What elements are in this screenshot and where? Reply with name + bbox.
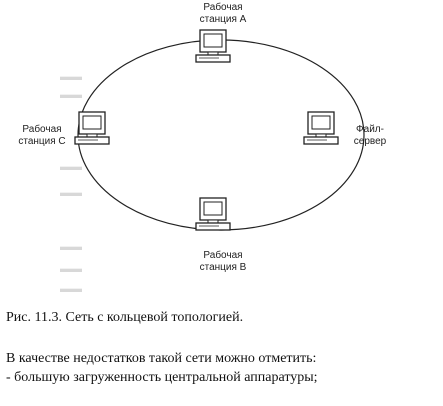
station-c-computer-icon: [74, 111, 110, 145]
scan-bleed-artifact: ▬▬: [60, 161, 82, 173]
file-server-label-line1: Файл-: [356, 124, 384, 135]
station-a-computer-icon: [195, 29, 231, 63]
station-a-label: Рабочая станция А: [183, 2, 263, 26]
ring-diagram-canvas: [74, 29, 365, 231]
station-b-label: Рабочая станция В: [183, 250, 263, 274]
file-server-computer-icon: [303, 111, 339, 145]
scan-bleed-artifact: ▬▬: [60, 187, 82, 199]
station-c-label-line1: Рабочая: [22, 124, 62, 135]
station-c-label-line2: станция С: [18, 136, 66, 147]
paragraph-line-2: - большую загруженность центральной аппа…: [6, 370, 318, 385]
file-server-label-line2: сервер: [353, 136, 387, 147]
file-server-label: Файл- сервер: [340, 124, 400, 148]
scan-bleed-artifact: ▬▬: [60, 241, 82, 253]
scan-bleed-artifact: ▬▬: [60, 283, 82, 295]
station-b-label-line1: Рабочая: [203, 250, 243, 261]
scan-bleed-artifact: ▬▬: [60, 71, 82, 83]
scan-bleed-artifact: ▬▬: [60, 263, 82, 275]
station-a-label-line2: станция А: [199, 14, 247, 25]
station-a-label-line1: Рабочая: [203, 2, 243, 13]
station-c-label: Рабочая станция С: [2, 124, 82, 148]
paragraph-line-1: В качестве недостатков такой сети можно …: [6, 351, 317, 366]
station-b-computer-icon: [195, 197, 231, 231]
figure-caption: Рис. 11.3. Сеть с кольцевой топологией.: [6, 310, 244, 325]
scan-bleed-artifact: ▬▬: [60, 89, 82, 101]
ring-topology-diagram: ▬▬ ▬▬ ▬▬ ▬▬ ▬▬ ▬▬ ▬▬ Рабочая станция А Р…: [2, 2, 400, 295]
station-b-label-line2: станция В: [199, 262, 247, 273]
